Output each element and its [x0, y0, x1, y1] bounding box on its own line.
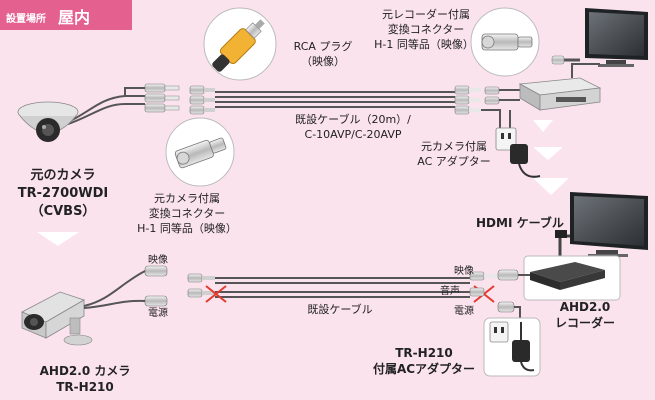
new-adapter-line2: 付属ACアダプター	[372, 362, 476, 376]
bottom-tv	[570, 192, 648, 257]
new-adapter-line1: TR-H210	[395, 346, 453, 360]
video-left-label: 映像	[148, 255, 168, 266]
left-rca-cluster	[144, 83, 215, 115]
bottom-existing-cable-label: 既設ケーブル	[307, 303, 373, 316]
ahd-recorder	[523, 255, 621, 301]
camera-connector-zoom	[165, 117, 235, 187]
old-camera-name: 元のカメラ	[30, 168, 96, 183]
location-value: 屋内	[58, 8, 91, 27]
new-ac-adapter	[483, 317, 541, 377]
top-existing-cable	[215, 91, 455, 108]
camera-connector-line2: 変換コネクター	[148, 207, 226, 220]
recorder-connector-zoom	[470, 7, 540, 77]
new-camera-line1: AHD2.0 カメラ	[39, 364, 131, 378]
location-label: 設置場所	[6, 14, 46, 25]
ahd-recorder-line1: AHD2.0	[559, 300, 611, 314]
recorder-connector-line3: H-1 同等品（映像）	[374, 38, 474, 51]
recorder-connector-line1: 元レコーダー付属	[382, 8, 470, 21]
existing-cable-line2: C-10AVP/C-20AVP	[304, 128, 402, 141]
old-ac-adapter	[495, 110, 541, 178]
old-camera-model: TR-2700WDI	[17, 186, 109, 201]
camera-connector-line1: 元カメラ付属	[154, 192, 220, 205]
old-dome-camera	[17, 101, 79, 142]
bottom-right-connectors	[469, 269, 519, 313]
power-left-label: 電源	[148, 308, 168, 319]
power-right-label: 電源	[454, 306, 474, 317]
top-tv	[585, 8, 648, 67]
new-bullet-camera	[21, 270, 146, 346]
rca-plug-sub: （映像）	[301, 55, 345, 68]
new-camera-line2: TR-H210	[56, 380, 114, 394]
camera-connector-line3: H-1 同等品（映像）	[137, 222, 237, 235]
old-camera-cable	[67, 87, 145, 125]
old-recorder	[518, 77, 602, 111]
recorder-connector-line2: 変換コネクター	[387, 23, 465, 36]
location-header: 設置場所 屋内	[0, 0, 132, 30]
rca-plug-zoom	[203, 7, 277, 81]
camera-adapter-line2: AC アダプター	[417, 155, 491, 168]
audio-right-label: 音声	[440, 286, 460, 297]
video-right-label: 映像	[454, 266, 474, 277]
right-rca-cluster	[454, 85, 500, 115]
existing-cable-line1: 既設ケーブル（20m）/	[295, 113, 411, 126]
rca-plug-label: RCA プラグ	[293, 40, 353, 53]
hdmi-cable-label: HDMI ケーブル	[476, 216, 564, 230]
camera-adapter-line1: 元カメラ付属	[421, 140, 487, 153]
ahd-recorder-line2: レコーダー	[554, 316, 615, 330]
old-camera-signal: （CVBS）	[30, 204, 96, 219]
step-arrows	[37, 120, 569, 246]
bottom-existing-cable	[215, 277, 470, 298]
